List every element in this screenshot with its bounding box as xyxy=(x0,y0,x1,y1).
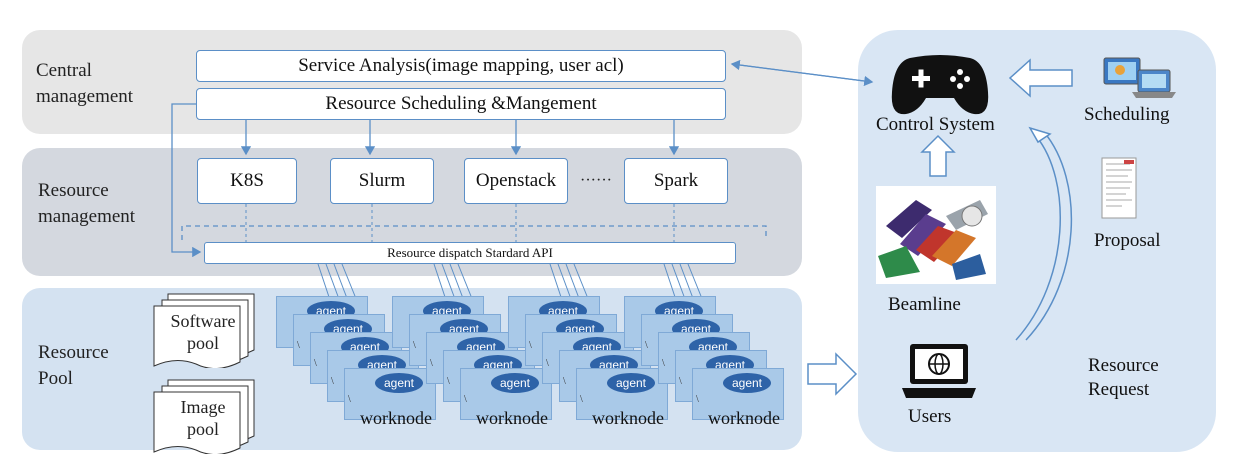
openstack-box: Openstack xyxy=(464,158,568,204)
worknode-label: worknode xyxy=(592,408,664,428)
worknode-label: worknode xyxy=(708,408,780,428)
node-marker: \ xyxy=(679,376,682,387)
scheduling-icon xyxy=(1103,57,1176,98)
users-to-control-curve xyxy=(1015,135,1062,341)
node-marker: \ xyxy=(662,358,665,369)
software-pool-label: Software pool xyxy=(170,311,236,353)
scheduling-to-control-arrow xyxy=(1008,58,1073,98)
scheduling-label: Scheduling xyxy=(1084,104,1170,125)
gamepad-icon xyxy=(891,55,989,115)
beamline-to-control-arrow xyxy=(920,134,956,177)
node-marker: \ xyxy=(413,340,416,351)
control-system-label: Control System xyxy=(876,114,995,135)
agent-badge: agent xyxy=(490,372,540,394)
image-pool-doc xyxy=(153,379,255,454)
agent-badge: agent xyxy=(374,372,424,394)
central-management-label: Central management xyxy=(36,60,134,107)
arrow-control-to-service xyxy=(730,59,873,83)
pool-to-users-arrow xyxy=(807,352,858,396)
beamline-image xyxy=(876,186,996,284)
node-marker: \ xyxy=(430,358,433,369)
service-analysis-box: Service Analysis(image mapping, user acl… xyxy=(196,50,726,82)
resource-pool-label: Resource Pool xyxy=(38,342,109,389)
beamline-label: Beamline xyxy=(888,294,961,315)
node-marker: \ xyxy=(529,340,532,351)
laptop-icon xyxy=(902,344,976,398)
worknode-label: worknode xyxy=(476,408,548,428)
node-marker: \ xyxy=(314,358,317,369)
agent-badge: agent xyxy=(722,372,772,394)
standard-api-box: Resource dispatch Stardard API xyxy=(204,242,736,264)
node-marker: \ xyxy=(645,340,648,351)
users-label: Users xyxy=(908,406,952,427)
node-marker: \ xyxy=(348,394,351,405)
node-marker: \ xyxy=(464,394,467,405)
proposal-icon xyxy=(1101,157,1137,219)
node-marker: \ xyxy=(696,394,699,405)
slurm-box: Slurm xyxy=(330,158,434,204)
k8s-box: K8S xyxy=(197,158,297,204)
resource-scheduling-box: Resource Scheduling &Mangement xyxy=(196,88,726,120)
node-marker: \ xyxy=(546,358,549,369)
proposal-label: Proposal xyxy=(1094,230,1161,251)
image-pool-label: Image pool xyxy=(180,397,226,439)
node-marker: \ xyxy=(563,376,566,387)
software-pool-doc xyxy=(153,293,255,368)
node-marker: \ xyxy=(297,340,300,351)
node-marker: \ xyxy=(331,376,334,387)
resource-management-label: Resource management xyxy=(38,180,136,227)
left-feed-line xyxy=(171,103,202,258)
spark-box: Spark xyxy=(624,158,728,204)
dashed-bracket xyxy=(181,225,767,240)
node-marker: \ xyxy=(447,376,450,387)
worknode-label: worknode xyxy=(360,408,432,428)
agent-badge: agent xyxy=(606,372,656,394)
ellipsis: ······ xyxy=(580,172,612,189)
node-marker: \ xyxy=(580,394,583,405)
resource-request-label: Resource Request xyxy=(1088,355,1159,400)
